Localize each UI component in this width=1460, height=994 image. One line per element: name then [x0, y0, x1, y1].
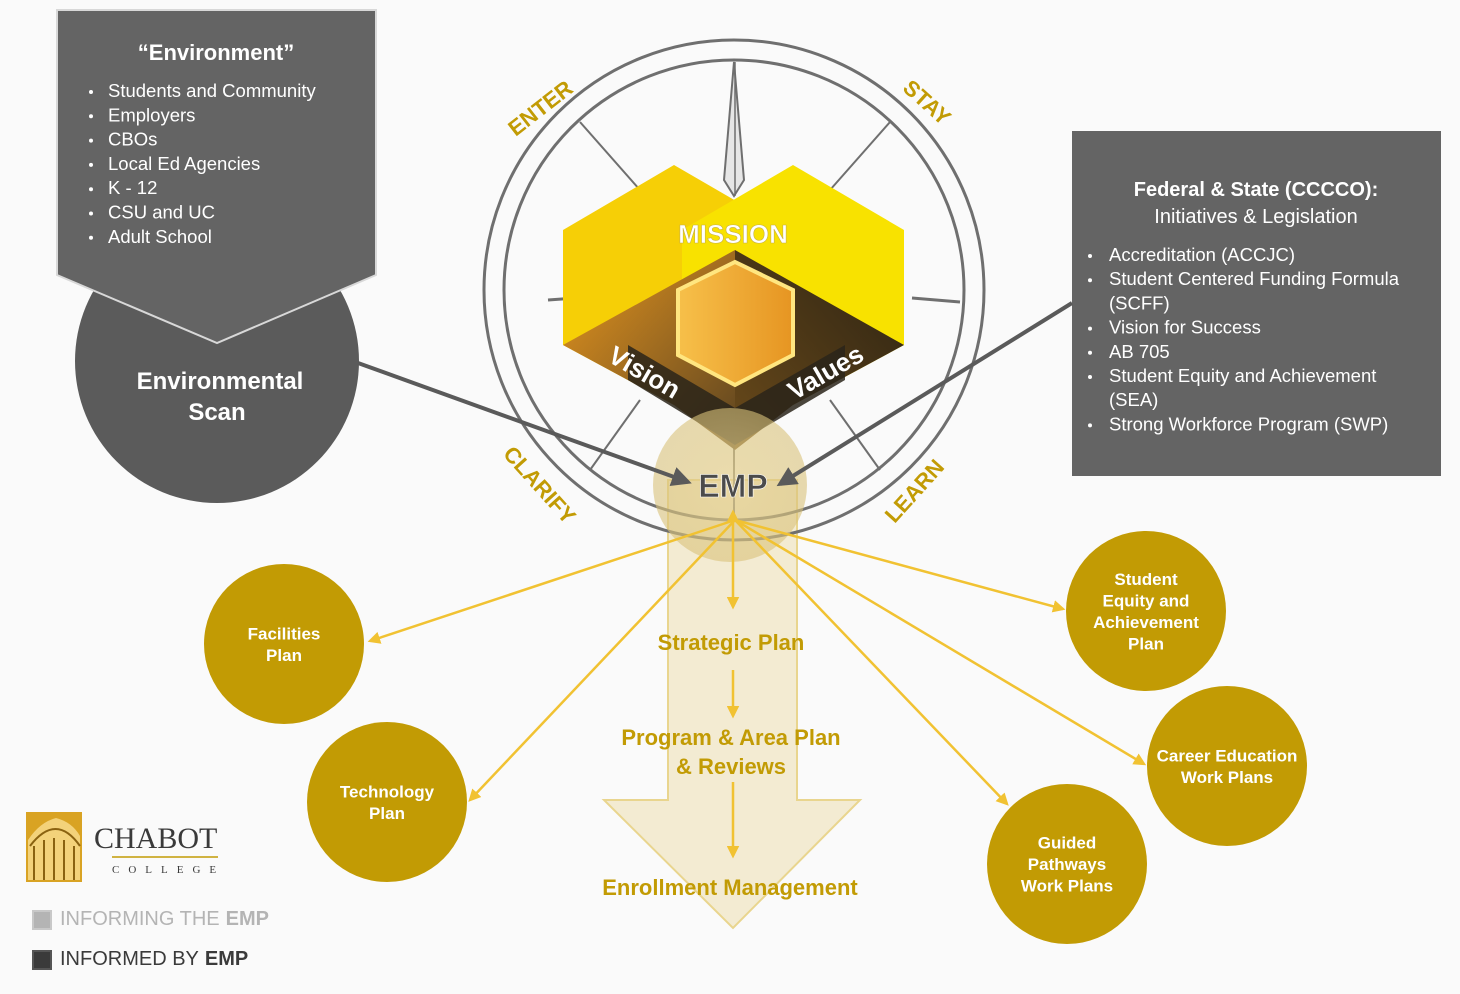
environment-list-item: K - 12 — [108, 177, 157, 198]
federal-list-item: (SEA) — [1109, 389, 1158, 410]
federal-group: Federal & State (CCCCO): Initiatives & L… — [1072, 131, 1441, 476]
environment-list-bullet — [89, 162, 93, 167]
plan-equity-label: Plan — [1128, 634, 1164, 653]
legend-informed-emph: EMP — [204, 948, 249, 970]
federal-title: Federal & State (CCCCO): — [1134, 179, 1378, 201]
arrow-to-pathways — [734, 519, 1009, 806]
arrow-to-technology — [468, 519, 736, 802]
logo-name: CHABOT — [94, 822, 217, 855]
federal-list-bullet — [1088, 375, 1092, 379]
arrow-to-equity — [734, 518, 1066, 613]
strategic-plan-label: Strategic Plan — [658, 630, 805, 655]
mission-label: MISSION — [678, 219, 788, 249]
federal-list-bullet — [1088, 326, 1092, 331]
plan-career-label: Work Plans — [1181, 768, 1273, 787]
emp-label: EMP — [698, 468, 767, 504]
environment-title: “Environment” — [138, 40, 294, 65]
environment-box — [56, 9, 377, 345]
logo-sub: COLLEGE — [112, 864, 225, 876]
environment-list-item: Students and Community — [108, 80, 316, 101]
center-hex — [676, 259, 795, 388]
plan-equity-label: Achievement — [1093, 613, 1199, 632]
hexagon-cluster: MISSION Vision Values — [563, 165, 904, 450]
environment-list-item: CSU and UC — [108, 202, 215, 223]
enrollment-management-label: Enrollment Management — [602, 875, 858, 900]
legend-informing-emph: EMP — [225, 908, 269, 930]
environment-list-bullet — [89, 211, 93, 216]
environment-list: Students and CommunityEmployersCBOsLocal… — [89, 80, 316, 247]
chabot-logo-mark — [26, 812, 82, 882]
arrow-environmental-to-emp — [357, 361, 692, 486]
environment-list-bullet — [89, 138, 93, 143]
federal-list-item: Student Equity and Achievement — [1109, 365, 1376, 386]
plan-career-label: Career Education — [1157, 746, 1298, 765]
federal-list-item: Accreditation (ACCJC) — [1109, 244, 1295, 265]
federal-list-item: Vision for Success — [1109, 317, 1261, 338]
federal-list-item: AB 705 — [1109, 341, 1170, 362]
plan-technology-label: Plan — [369, 804, 405, 823]
federal-list-bullet — [1088, 423, 1092, 428]
legend-informed-text: INFORMED BY — [60, 948, 199, 970]
chabot-logo: CHABOT COLLEGE — [26, 812, 225, 882]
arrow-federal-to-emp — [776, 301, 1074, 487]
plan-pathways-label: Guided — [1038, 834, 1097, 853]
environment-list-item: CBOs — [108, 129, 157, 150]
federal-list-item: (SCFF) — [1109, 292, 1170, 313]
compass-clarify: CLARIFY — [498, 441, 581, 529]
environment-list-item: Adult School — [108, 226, 212, 247]
legend-informing-text: INFORMING THE — [60, 908, 220, 930]
plan-pathways-label: Work Plans — [1021, 877, 1113, 896]
plan-facilities-label: Facilities — [248, 624, 321, 643]
plan-equity-label: Student — [1114, 570, 1178, 589]
environment-list-bullet — [89, 90, 93, 94]
environmental-scan-line1: Environmental — [137, 368, 304, 395]
plan-equity-label: Equity and — [1103, 591, 1190, 610]
compass-stay: STAY — [898, 75, 956, 131]
federal-list-item: Strong Workforce Program (SWP) — [1109, 413, 1388, 434]
environment-list-bullet — [89, 235, 93, 240]
legend-informed: INFORMED BY EMP — [32, 948, 248, 971]
plan-facilities-label: Plan — [266, 646, 302, 665]
legend-informing-swatch — [32, 909, 52, 930]
federal-list: Accreditation (ACCJC) Student Centered Fu… — [1088, 244, 1400, 434]
federal-list-bullet — [1088, 254, 1092, 258]
plan-pathways-label: Pathways — [1028, 855, 1106, 874]
environment-group: “Environment” Students and CommunityEmpl… — [56, 9, 377, 503]
arrow-to-facilities — [367, 518, 736, 644]
compass-learn: LEARN — [880, 454, 949, 527]
emp-outbound-arrows — [367, 509, 1147, 859]
environment-list-bullet — [89, 114, 93, 119]
federal-box — [1072, 131, 1441, 476]
federal-list-bullet — [1088, 350, 1092, 355]
emp-circle — [653, 408, 807, 562]
federal-list-bullet — [1088, 278, 1092, 283]
legend-informed-swatch — [32, 949, 52, 970]
legend-informing: INFORMING THE EMP — [32, 908, 269, 931]
plan-technology-label: Technology — [340, 782, 435, 801]
environmental-scan-line2: Scan — [188, 399, 245, 426]
program-area-label-line2: & Reviews — [676, 754, 786, 779]
federal-subtitle: Initiatives & Legislation — [1154, 206, 1357, 228]
arrow-to-career — [734, 518, 1147, 766]
program-area-label-line1: Program & Area Plan — [621, 725, 840, 750]
environment-list-bullet — [89, 187, 93, 192]
environment-list-item: Local Ed Agencies — [108, 153, 260, 174]
federal-list-item: Student Centered Funding Formula — [1109, 268, 1400, 289]
environment-list-item: Employers — [108, 104, 195, 125]
